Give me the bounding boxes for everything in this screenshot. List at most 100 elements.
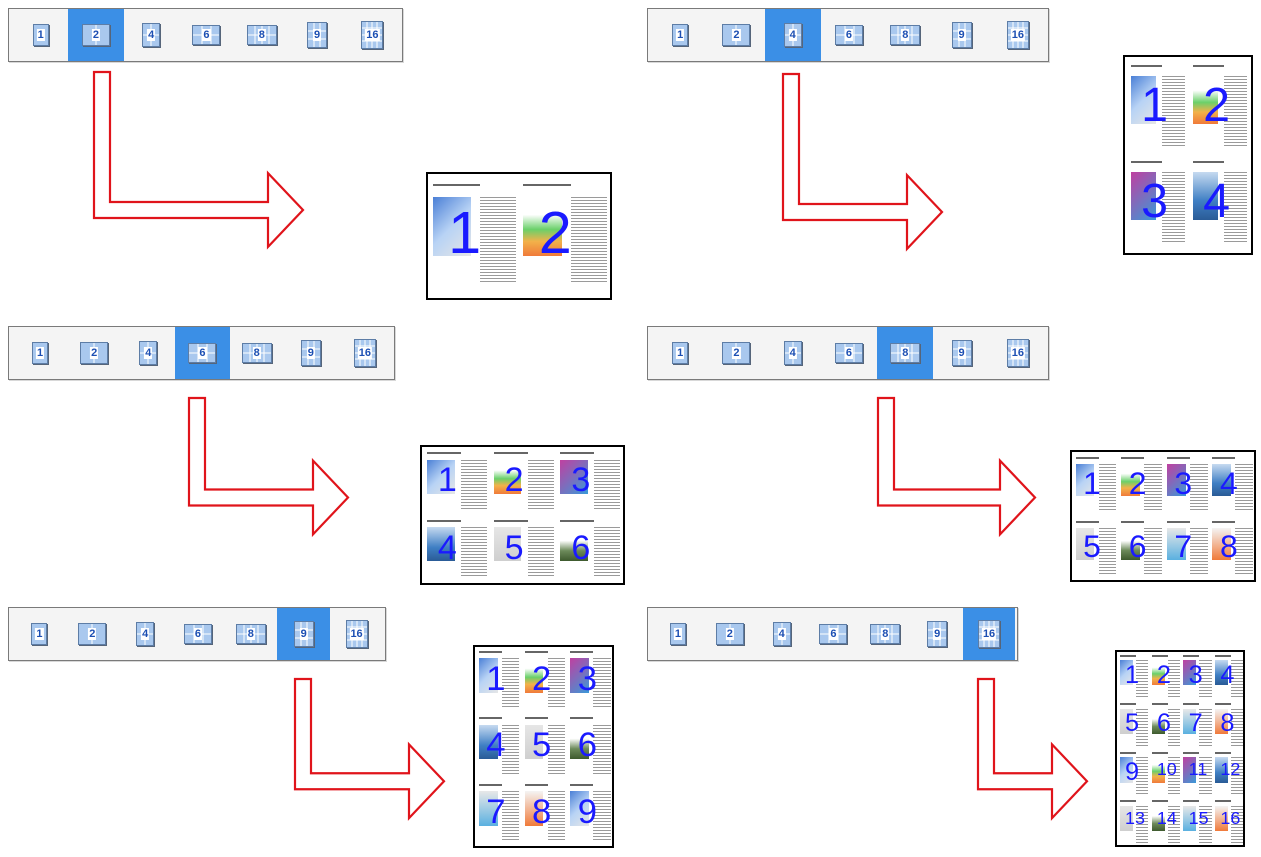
page-number: 7 bbox=[1174, 528, 1193, 565]
page-header-rule bbox=[523, 184, 571, 186]
layout-4-icon: 4 bbox=[783, 341, 802, 365]
pages-per-sheet-16-button[interactable]: 16 bbox=[338, 327, 392, 379]
pages-per-sheet-9-button[interactable]: 9 bbox=[284, 327, 338, 379]
pages-per-sheet-1-button[interactable]: 1 bbox=[13, 327, 67, 379]
pages-per-sheet-2-button[interactable]: 2 bbox=[708, 9, 764, 61]
pages-per-sheet-6-button[interactable]: 6 bbox=[821, 327, 877, 379]
page-image bbox=[1119, 708, 1133, 734]
thumbnail-page: 4 bbox=[1212, 457, 1254, 515]
pages-per-sheet-4-button[interactable]: 4 bbox=[765, 327, 821, 379]
pages-per-sheet-2-button[interactable]: 2 bbox=[66, 608, 119, 660]
pages-per-sheet-9-button[interactable]: 9 bbox=[277, 608, 331, 660]
page-text-lines bbox=[1144, 464, 1162, 511]
flow-arrow bbox=[92, 70, 305, 250]
page-text-lines bbox=[479, 196, 517, 284]
pages-per-sheet-16-button[interactable]: 16 bbox=[330, 608, 383, 660]
pages-per-sheet-8-button[interactable]: 8 bbox=[877, 9, 933, 61]
pages-per-sheet-6-button[interactable]: 6 bbox=[821, 9, 877, 61]
layout-16-icon: 16 bbox=[1006, 21, 1029, 49]
page-number: 1 bbox=[1141, 77, 1168, 132]
layout-icon-label: 2 bbox=[732, 347, 741, 359]
page-header-rule bbox=[1166, 520, 1190, 523]
page-number: 5 bbox=[504, 528, 524, 567]
page-header-rule bbox=[478, 783, 502, 786]
pages-per-sheet-4-button[interactable]: 4 bbox=[121, 327, 175, 379]
pages-per-sheet-9-button[interactable]: 9 bbox=[933, 327, 989, 379]
pages-per-sheet-2-button[interactable]: 2 bbox=[68, 9, 124, 61]
pages-per-sheet-6-button[interactable]: 6 bbox=[175, 327, 230, 379]
pages-per-sheet-8-button[interactable]: 8 bbox=[877, 327, 934, 379]
page-number: 3 bbox=[577, 659, 598, 698]
pages-per-sheet-2-button[interactable]: 2 bbox=[708, 327, 764, 379]
pages-per-sheet-2-button[interactable]: 2 bbox=[67, 327, 121, 379]
page-header-rule bbox=[426, 452, 461, 455]
page-image bbox=[1151, 805, 1165, 832]
layout-icon-label: 16 bbox=[1010, 29, 1025, 41]
pages-per-sheet-6-button[interactable]: 6 bbox=[172, 608, 225, 660]
page-header-rule bbox=[493, 519, 528, 522]
pages-per-sheet-6-button[interactable]: 6 bbox=[179, 9, 234, 61]
page-text-lines bbox=[1135, 805, 1148, 843]
page-number: 1 bbox=[448, 199, 482, 267]
layout-icon-label: 9 bbox=[313, 29, 322, 41]
page-number: 16 bbox=[1220, 807, 1241, 828]
thumbnail-page: 2 bbox=[523, 184, 609, 292]
thumbnail-page: 4 bbox=[478, 717, 521, 780]
layout-16-icon: 16 bbox=[345, 620, 368, 648]
page-number: 8 bbox=[1220, 709, 1235, 738]
layout-8-icon: 8 bbox=[890, 25, 921, 45]
page-text-lines bbox=[1199, 805, 1212, 843]
pages-per-sheet-8-button[interactable]: 8 bbox=[230, 327, 284, 379]
flow-arrow bbox=[781, 72, 944, 252]
layout-6-icon: 6 bbox=[834, 25, 863, 45]
layout-icon-label: 8 bbox=[881, 628, 890, 640]
layout-4-icon: 4 bbox=[142, 23, 161, 47]
page-image bbox=[1215, 708, 1229, 734]
pages-per-sheet-1-button[interactable]: 1 bbox=[652, 327, 708, 379]
pages-per-sheet-4-button[interactable]: 4 bbox=[764, 9, 821, 61]
page-image bbox=[570, 724, 590, 760]
pages-per-sheet-8-button[interactable]: 8 bbox=[224, 608, 277, 660]
pages-per-sheet-1-button[interactable]: 1 bbox=[652, 608, 704, 660]
thumbnail-page: 1 bbox=[426, 452, 489, 514]
pages-per-sheet-16-button[interactable]: 16 bbox=[990, 9, 1046, 61]
pages-per-sheet-9-button[interactable]: 9 bbox=[933, 9, 989, 61]
pages-per-sheet-16-button[interactable]: 16 bbox=[963, 608, 1015, 660]
layout-6-icon: 6 bbox=[188, 343, 217, 363]
layout-icon-label: 4 bbox=[788, 29, 797, 41]
pages-per-sheet-9-button[interactable]: 9 bbox=[911, 608, 963, 660]
pages-per-sheet-4-button[interactable]: 4 bbox=[119, 608, 172, 660]
page-text-lines bbox=[1235, 527, 1254, 574]
page-header-rule bbox=[1151, 800, 1168, 803]
page-text-lines bbox=[1161, 171, 1186, 242]
pages-per-sheet-4-button[interactable]: 4 bbox=[756, 608, 808, 660]
page-header-rule bbox=[478, 650, 502, 653]
thumbnail-page: 10 bbox=[1151, 751, 1181, 798]
page-text-lines bbox=[547, 791, 566, 842]
page-number: 1 bbox=[1083, 464, 1101, 501]
pages-per-sheet-8-button[interactable]: 8 bbox=[234, 9, 289, 61]
page-image bbox=[1193, 171, 1219, 220]
layout-icon-label: 2 bbox=[88, 628, 97, 640]
pages-per-sheet-6-button[interactable]: 6 bbox=[808, 608, 860, 660]
layout-icon-label: 9 bbox=[299, 628, 308, 640]
page-text-lines bbox=[501, 658, 520, 709]
pages-per-sheet-8-button[interactable]: 8 bbox=[859, 608, 911, 660]
page-header-rule bbox=[1183, 800, 1200, 803]
pages-per-sheet-9-button[interactable]: 9 bbox=[289, 9, 344, 61]
pages-per-sheet-16-button[interactable]: 16 bbox=[345, 9, 400, 61]
page-image bbox=[570, 791, 590, 826]
pages-per-sheet-1-button[interactable]: 1 bbox=[13, 608, 66, 660]
pages-per-sheet-1-button[interactable]: 1 bbox=[652, 9, 708, 61]
thumbnail-page: 1 bbox=[478, 650, 521, 714]
layout-2-icon: 2 bbox=[722, 24, 751, 46]
layout-icon-label: 4 bbox=[141, 628, 150, 640]
pages-per-sheet-2-button[interactable]: 2 bbox=[704, 608, 756, 660]
pages-per-sheet-4-button[interactable]: 4 bbox=[124, 9, 179, 61]
layout-4-icon: 4 bbox=[139, 341, 158, 365]
layout-1-icon: 1 bbox=[669, 623, 686, 645]
pages-per-sheet-1-button[interactable]: 1 bbox=[13, 9, 68, 61]
pages-per-sheet-16-button[interactable]: 16 bbox=[990, 327, 1046, 379]
